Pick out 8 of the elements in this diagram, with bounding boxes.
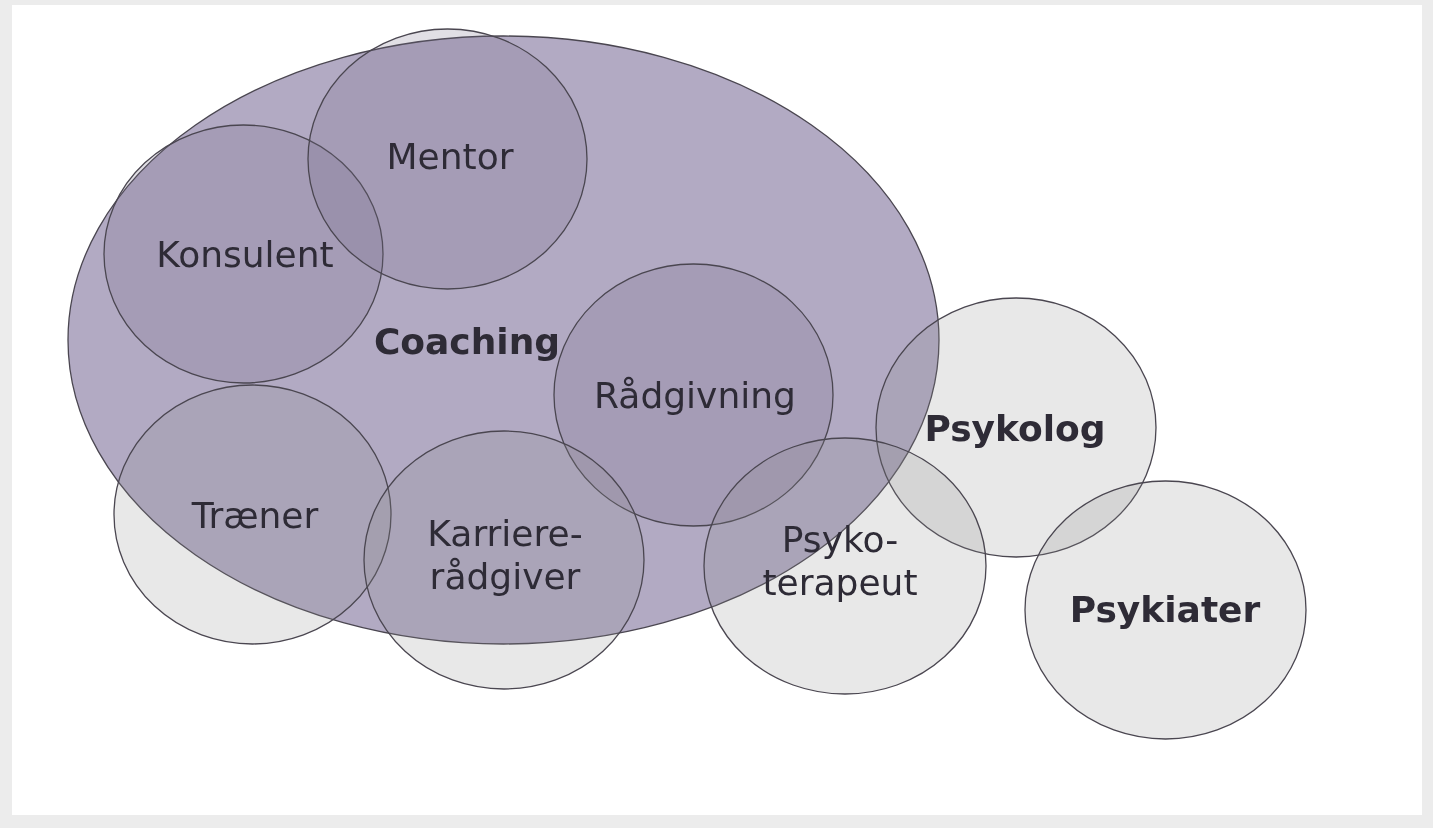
role-label: Karriere- rådgiver [426,512,584,599]
role-label: Psykolog [923,407,1107,451]
role-label: Konsulent [155,233,335,277]
role-label: Psykiater [1068,588,1262,632]
role-label: Rådgivning [593,374,797,418]
category-label: Coaching [372,320,562,364]
role-label: Træner [190,494,320,538]
role-label: Mentor [385,135,515,179]
